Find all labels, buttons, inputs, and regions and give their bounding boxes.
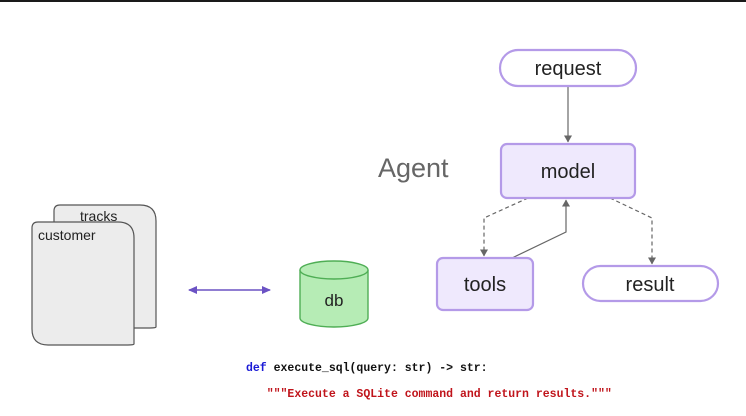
agent-label: Agent: [378, 153, 449, 183]
node-model: model: [499, 142, 637, 200]
model-to-result-arrow: [609, 197, 656, 265]
code-keyword: def: [246, 362, 267, 375]
db-label: db: [325, 291, 344, 310]
node-model-label: model: [541, 161, 595, 183]
node-request-label: request: [535, 58, 602, 80]
table-customer-label: customer: [38, 227, 96, 243]
code-snippet: def execute_sql(query: str) -> str: """E…: [246, 356, 612, 408]
top-border: [0, 0, 746, 2]
code-signature: execute_sql(query: str) -> str:: [266, 362, 488, 375]
node-tools-label: tools: [464, 274, 506, 296]
code-docstring: """Execute a SQLite command and return r…: [266, 388, 612, 401]
model-to-tools-arrow: [480, 197, 529, 257]
table-tracks-label: tracks: [80, 208, 117, 224]
node-request: request: [498, 48, 638, 88]
node-result: result: [581, 264, 720, 303]
node-result-label: result: [626, 274, 675, 296]
node-tools: tools: [435, 256, 535, 312]
tools-to-model-arrow: [511, 199, 570, 259]
table-customer: customer: [31, 221, 135, 346]
db-cylinder: db: [299, 260, 369, 328]
